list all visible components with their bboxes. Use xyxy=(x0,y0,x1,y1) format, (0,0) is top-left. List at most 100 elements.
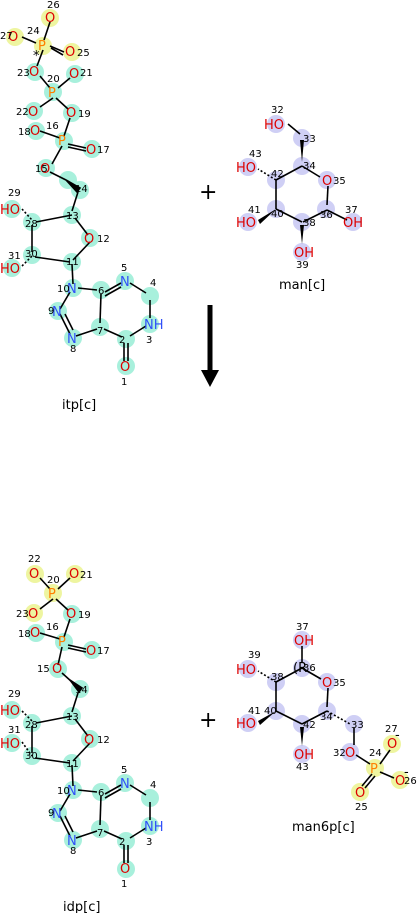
idp-atom-p20: P xyxy=(48,587,56,602)
man6p-num-35: 35 xyxy=(333,678,346,689)
idp-atom-n5: N xyxy=(120,777,130,792)
man-num-40: 40 xyxy=(271,209,284,220)
itp-num-28: 28 xyxy=(25,219,38,230)
idp-atom-p16: P xyxy=(58,635,66,650)
man6p-num-25: 25 xyxy=(355,802,368,813)
man6p-num-42: 42 xyxy=(303,720,316,731)
molecule-man: HO O OH OH HO HO 32 33 34 35 36 37 38 39… xyxy=(236,105,363,293)
molecule-idp: O O P O O O P O O O HO HO N N N N NH O 2… xyxy=(0,554,164,913)
man-atom-ho32: HO xyxy=(264,118,284,133)
idp-num-2: 2 xyxy=(119,837,125,848)
man-atom-oh37: OH xyxy=(343,216,363,231)
itp-atom-ho31: HO xyxy=(0,262,20,277)
itp-num-25: 25 xyxy=(77,48,90,59)
itp-atom-n10: N xyxy=(67,282,77,297)
itp-atom-o12: O xyxy=(84,232,94,247)
man-num-33: 33 xyxy=(303,134,316,145)
itp-atom-o22: O xyxy=(28,105,38,120)
itp-num-11: 11 xyxy=(66,257,79,268)
itp-atom-nh3: NH xyxy=(144,318,164,333)
idp-atom-ho31: HO xyxy=(0,737,20,752)
idp-atom-o18: O xyxy=(30,626,40,641)
idp-num-8: 8 xyxy=(70,846,76,857)
itp-num-9: 9 xyxy=(48,306,54,317)
idp-num-13: 13 xyxy=(66,712,79,723)
idp-num-1: 1 xyxy=(121,879,127,890)
man6p-num-27: 27 xyxy=(385,724,398,735)
idp-atom-n9: N xyxy=(52,807,62,822)
man6p-atom-o25: O xyxy=(355,786,365,801)
man6p-num-39: 39 xyxy=(248,650,261,661)
itp-numbers: 26 27 24 25 23 21 20 22 19 18 16 17 15 1… xyxy=(0,0,156,388)
man6p-atom-o32: O xyxy=(345,746,355,761)
idp-num-31: 31 xyxy=(8,725,21,736)
itp-num-12: 12 xyxy=(97,234,110,245)
itp-num-8: 8 xyxy=(70,344,76,355)
man-atoms: HO O OH OH HO HO xyxy=(236,118,363,261)
man-atom-o35: O xyxy=(322,174,332,189)
idp-atom-o1: O xyxy=(120,862,130,877)
idp-num-15: 15 xyxy=(37,664,50,675)
idp-num-21: 21 xyxy=(80,570,93,581)
idp-atom-n10: N xyxy=(67,784,77,799)
idp-atom-o22: O xyxy=(29,567,39,582)
molecule-itp: O O P O O O P O O O P O O O HO HO N N N … xyxy=(0,0,164,413)
itp-atom-o19: O xyxy=(66,106,76,121)
man6p-num-40: 40 xyxy=(264,706,277,717)
idp-num-20: 20 xyxy=(47,575,60,586)
idp-num-11: 11 xyxy=(66,759,79,770)
itp-atom-o18: O xyxy=(30,124,40,139)
man6p-atom-o35: O xyxy=(322,676,332,691)
man6p-num-34: 34 xyxy=(320,712,333,723)
idp-num-22: 22 xyxy=(28,554,41,565)
man6p-numbers: 37 36 39 38 35 41 40 42 34 33 43 32 24 2… xyxy=(248,622,417,813)
itp-num-5: 5 xyxy=(121,263,127,274)
idp-caption: idp[c] xyxy=(63,900,100,913)
man6p-bonds xyxy=(257,646,395,789)
itp-caption: itp[c] xyxy=(62,398,96,413)
itp-num-29: 29 xyxy=(8,188,21,199)
idp-num-17: 17 xyxy=(97,646,110,657)
man6p-atoms: OH HO (R O HO OH O P O O O - - xyxy=(236,634,409,801)
man-num-42: 42 xyxy=(271,169,284,180)
idp-num-18: 18 xyxy=(18,629,31,640)
itp-num-10: 10 xyxy=(57,284,70,295)
idp-num-7: 7 xyxy=(97,828,103,839)
idp-num-28: 28 xyxy=(25,720,38,731)
itp-atom-o1: O xyxy=(120,360,130,375)
man6p-caption: man6p[c] xyxy=(292,820,355,835)
man-num-35: 35 xyxy=(333,176,346,187)
idp-atom-nh3: NH xyxy=(144,820,164,835)
man6p-atom-p24: P xyxy=(370,762,378,777)
idp-bonds xyxy=(21,577,151,863)
man-num-34: 34 xyxy=(303,161,316,172)
itp-atom-n8: N xyxy=(67,332,77,347)
idp-atom-o12: O xyxy=(84,733,94,748)
itp-num-20: 20 xyxy=(47,74,60,85)
itp-atom-o23: O xyxy=(29,65,39,80)
idp-atom-n8: N xyxy=(67,834,77,849)
man-numbers: 32 33 34 35 36 37 38 39 40 41 42 43 xyxy=(248,105,358,271)
man6p-num-37: 37 xyxy=(296,622,309,633)
itp-num-4: 4 xyxy=(150,278,156,289)
idp-atom-o23: O xyxy=(28,607,38,622)
man-atom-ho41: HO xyxy=(236,216,256,231)
idp-num-30: 30 xyxy=(25,751,38,762)
itp-atom-o25: O xyxy=(65,45,75,60)
itp-atom-p20: P xyxy=(48,86,56,101)
itp-num-6: 6 xyxy=(98,286,104,297)
itp-num-24: 24 xyxy=(27,26,40,37)
man-num-39: 39 xyxy=(296,260,309,271)
itp-num-31: 31 xyxy=(8,251,21,262)
idp-num-5: 5 xyxy=(121,765,127,776)
man6p-highlights xyxy=(239,631,409,801)
itp-num-26: 26 xyxy=(47,0,60,11)
itp-num-27: 27 xyxy=(0,31,13,42)
idp-atoms: O O P O O O P O O O HO HO N N N N NH O xyxy=(0,567,164,877)
itp-atom-ho29: HO xyxy=(0,203,20,218)
itp-num-17: 17 xyxy=(97,145,110,156)
man6p-atom-r-label: (R xyxy=(293,661,307,676)
molecule-man6p: OH HO (R O HO OH O P O O O - - 37 36 39 … xyxy=(236,622,417,835)
plus-sign-bottom: + xyxy=(199,708,217,733)
itp-atom-n5: N xyxy=(120,275,130,290)
